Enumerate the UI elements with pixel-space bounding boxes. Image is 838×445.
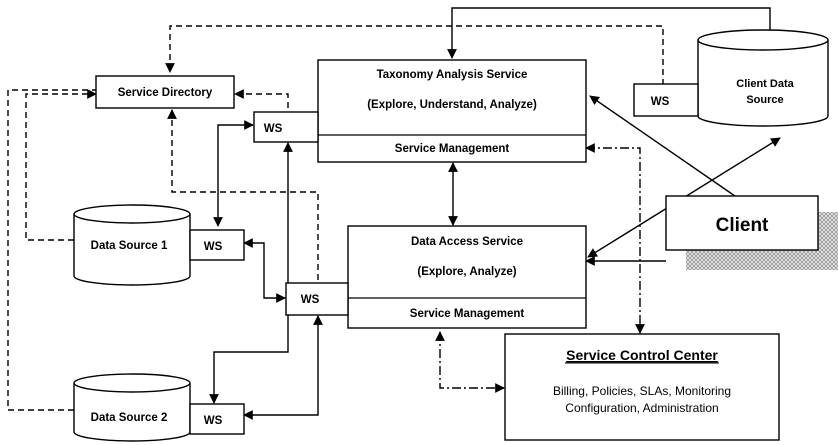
client-data-to-directory-link <box>165 25 664 85</box>
client-data-source-line1: Client Data <box>736 78 794 90</box>
ws-top-to-directory-link <box>234 89 289 108</box>
ws-top-to-ds2-ws-link <box>209 142 293 404</box>
ws-box-mid: WS <box>285 282 349 316</box>
taxonomy-service-title: Taxonomy Analysis Service <box>377 69 528 81</box>
ds1-to-directory-link <box>25 89 97 241</box>
control-center-line1: Billing, Policies, SLAs, Monitoring <box>553 384 731 398</box>
client-data-source-line2: Source <box>746 94 783 106</box>
control-to-taxonomy-mgmt-link <box>585 143 645 334</box>
control-center-title: Service Control Center <box>566 347 718 363</box>
ds1-ws-to-ws-mid-link <box>243 238 286 303</box>
service-directory: Service Directory <box>95 75 235 109</box>
control-to-data-access-mgmt-link <box>435 331 505 393</box>
ds2-to-directory-link <box>7 89 96 411</box>
ws-box-client: WS <box>633 83 699 117</box>
taxonomy-to-client-data-link <box>447 7 775 59</box>
ds2-ws-to-ws-mid-link <box>243 315 323 420</box>
service-directory-label: Service Directory <box>118 87 213 99</box>
data-access-service-subtitle: (Explore, Analyze) <box>417 266 516 278</box>
ws-box-ds1: WS <box>189 229 245 261</box>
taxonomy-service-subtitle: (Explore, Understand, Analyze) <box>367 99 537 111</box>
ws-box-top: WS <box>253 111 319 143</box>
service-control-center: Service Control Center Billing, Policies… <box>504 333 780 441</box>
ws-label: WS <box>264 123 283 135</box>
client-label: Client <box>716 215 769 236</box>
data-access-service: Data Access Service (Explore, Analyze) S… <box>347 225 587 329</box>
data-source-1-label: Data Source 1 <box>91 240 168 252</box>
taxonomy-analysis-service: Taxonomy Analysis Service (Explore, Unde… <box>317 59 587 163</box>
taxonomy-service-management: Service Management <box>395 143 510 155</box>
ws-mid-to-directory-link <box>167 109 319 280</box>
ws-label: WS <box>204 415 223 427</box>
client-data-source: Client Data Source <box>697 29 829 127</box>
client: Client <box>665 195 838 270</box>
ws-top-to-ds1-ws-link <box>213 120 254 227</box>
ws-label: WS <box>301 294 320 306</box>
ws-box-ds2: WS <box>189 403 245 435</box>
data-access-service-title: Data Access Service <box>411 236 523 248</box>
control-center-line2: Configuration, Administration <box>565 401 718 415</box>
data-access-service-management: Service Management <box>410 308 525 320</box>
data-source-1: Data Source 1 <box>73 204 191 286</box>
data-source-2: Data Source 2 <box>73 373 191 442</box>
data-source-2-label: Data Source 2 <box>91 412 168 424</box>
ws-label: WS <box>204 241 223 253</box>
ws-label: WS <box>651 96 670 108</box>
